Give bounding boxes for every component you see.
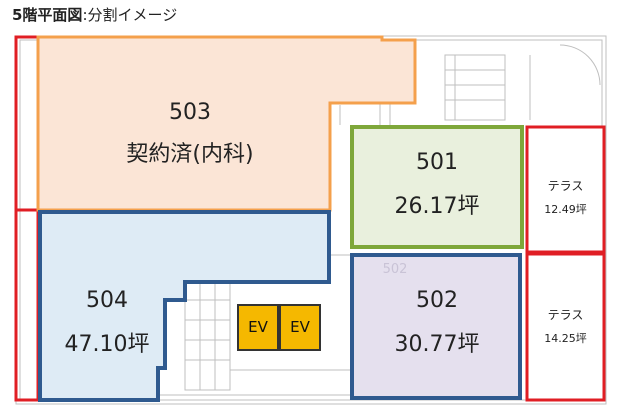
- unit-504-area: 47.10坪: [64, 332, 150, 357]
- terrace-upper-name: テラス: [547, 179, 584, 193]
- title-floor: 5階平面図: [12, 6, 83, 24]
- page-title: 5階平面図:分割イメージ: [12, 4, 177, 25]
- unit-501-number: 501: [416, 150, 458, 175]
- unit-502-area: [350, 253, 522, 400]
- terrace-lower-name: テラス: [547, 308, 584, 322]
- unit-501-area: 26.17坪: [394, 194, 480, 219]
- unit-502-watermark: 502: [382, 262, 408, 277]
- unit-503-number: 503: [169, 100, 211, 125]
- elevator-2-label: EV: [290, 318, 310, 336]
- unit-504-number: 504: [86, 288, 128, 313]
- terrace-lower: [525, 252, 606, 402]
- elevator-1: [237, 304, 279, 351]
- terrace-upper: [525, 125, 606, 254]
- unit-503-status: 契約済(内科): [126, 142, 254, 167]
- red-band-left-lower: [14, 208, 40, 402]
- unit-504-area: [38, 210, 331, 402]
- unit-502-number: 502: [416, 288, 458, 313]
- red-band-left-upper: [14, 35, 40, 212]
- elevator-1-label: EV: [248, 318, 268, 336]
- terrace-lower-area: 14.25坪: [544, 332, 587, 345]
- terrace-upper-area: 12.49坪: [544, 203, 587, 216]
- elevator-2: [279, 304, 321, 351]
- title-subtitle: :分割イメージ: [82, 6, 178, 24]
- unit-501-area: [350, 125, 524, 249]
- unit-502-area: 30.77坪: [394, 332, 480, 357]
